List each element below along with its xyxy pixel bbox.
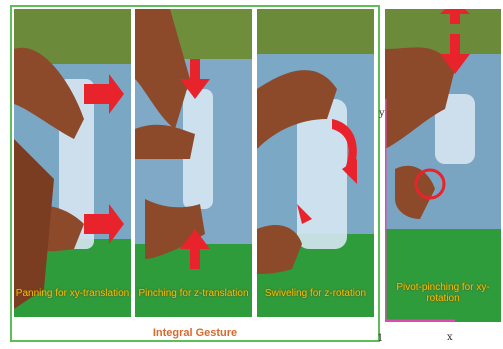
swiveling-scene <box>257 9 374 317</box>
group-caption: Integral Gesture <box>10 327 380 339</box>
panel-caption: Pinching for z-translation <box>135 288 252 299</box>
pivot-pinching-scene <box>385 9 501 322</box>
panel-caption: Pivot-pinching for xy-rotation <box>385 282 501 304</box>
y-axis-label: y <box>379 108 385 119</box>
swiveling-panel: Swiveling for z-rotation <box>257 9 374 317</box>
pinching-scene <box>135 9 252 317</box>
x-axis-label: x <box>447 332 453 343</box>
pinching-panel: Pinching for z-translation <box>135 9 252 317</box>
panel-caption: Swiveling for z-rotation <box>257 288 374 299</box>
pivot-pinching-panel: Pivot-pinching for xy-rotation <box>385 9 501 322</box>
panning-panel: Panning for xy-translation <box>14 9 131 317</box>
panel-caption: Panning for xy-translation <box>14 288 131 299</box>
panning-scene <box>14 9 131 317</box>
